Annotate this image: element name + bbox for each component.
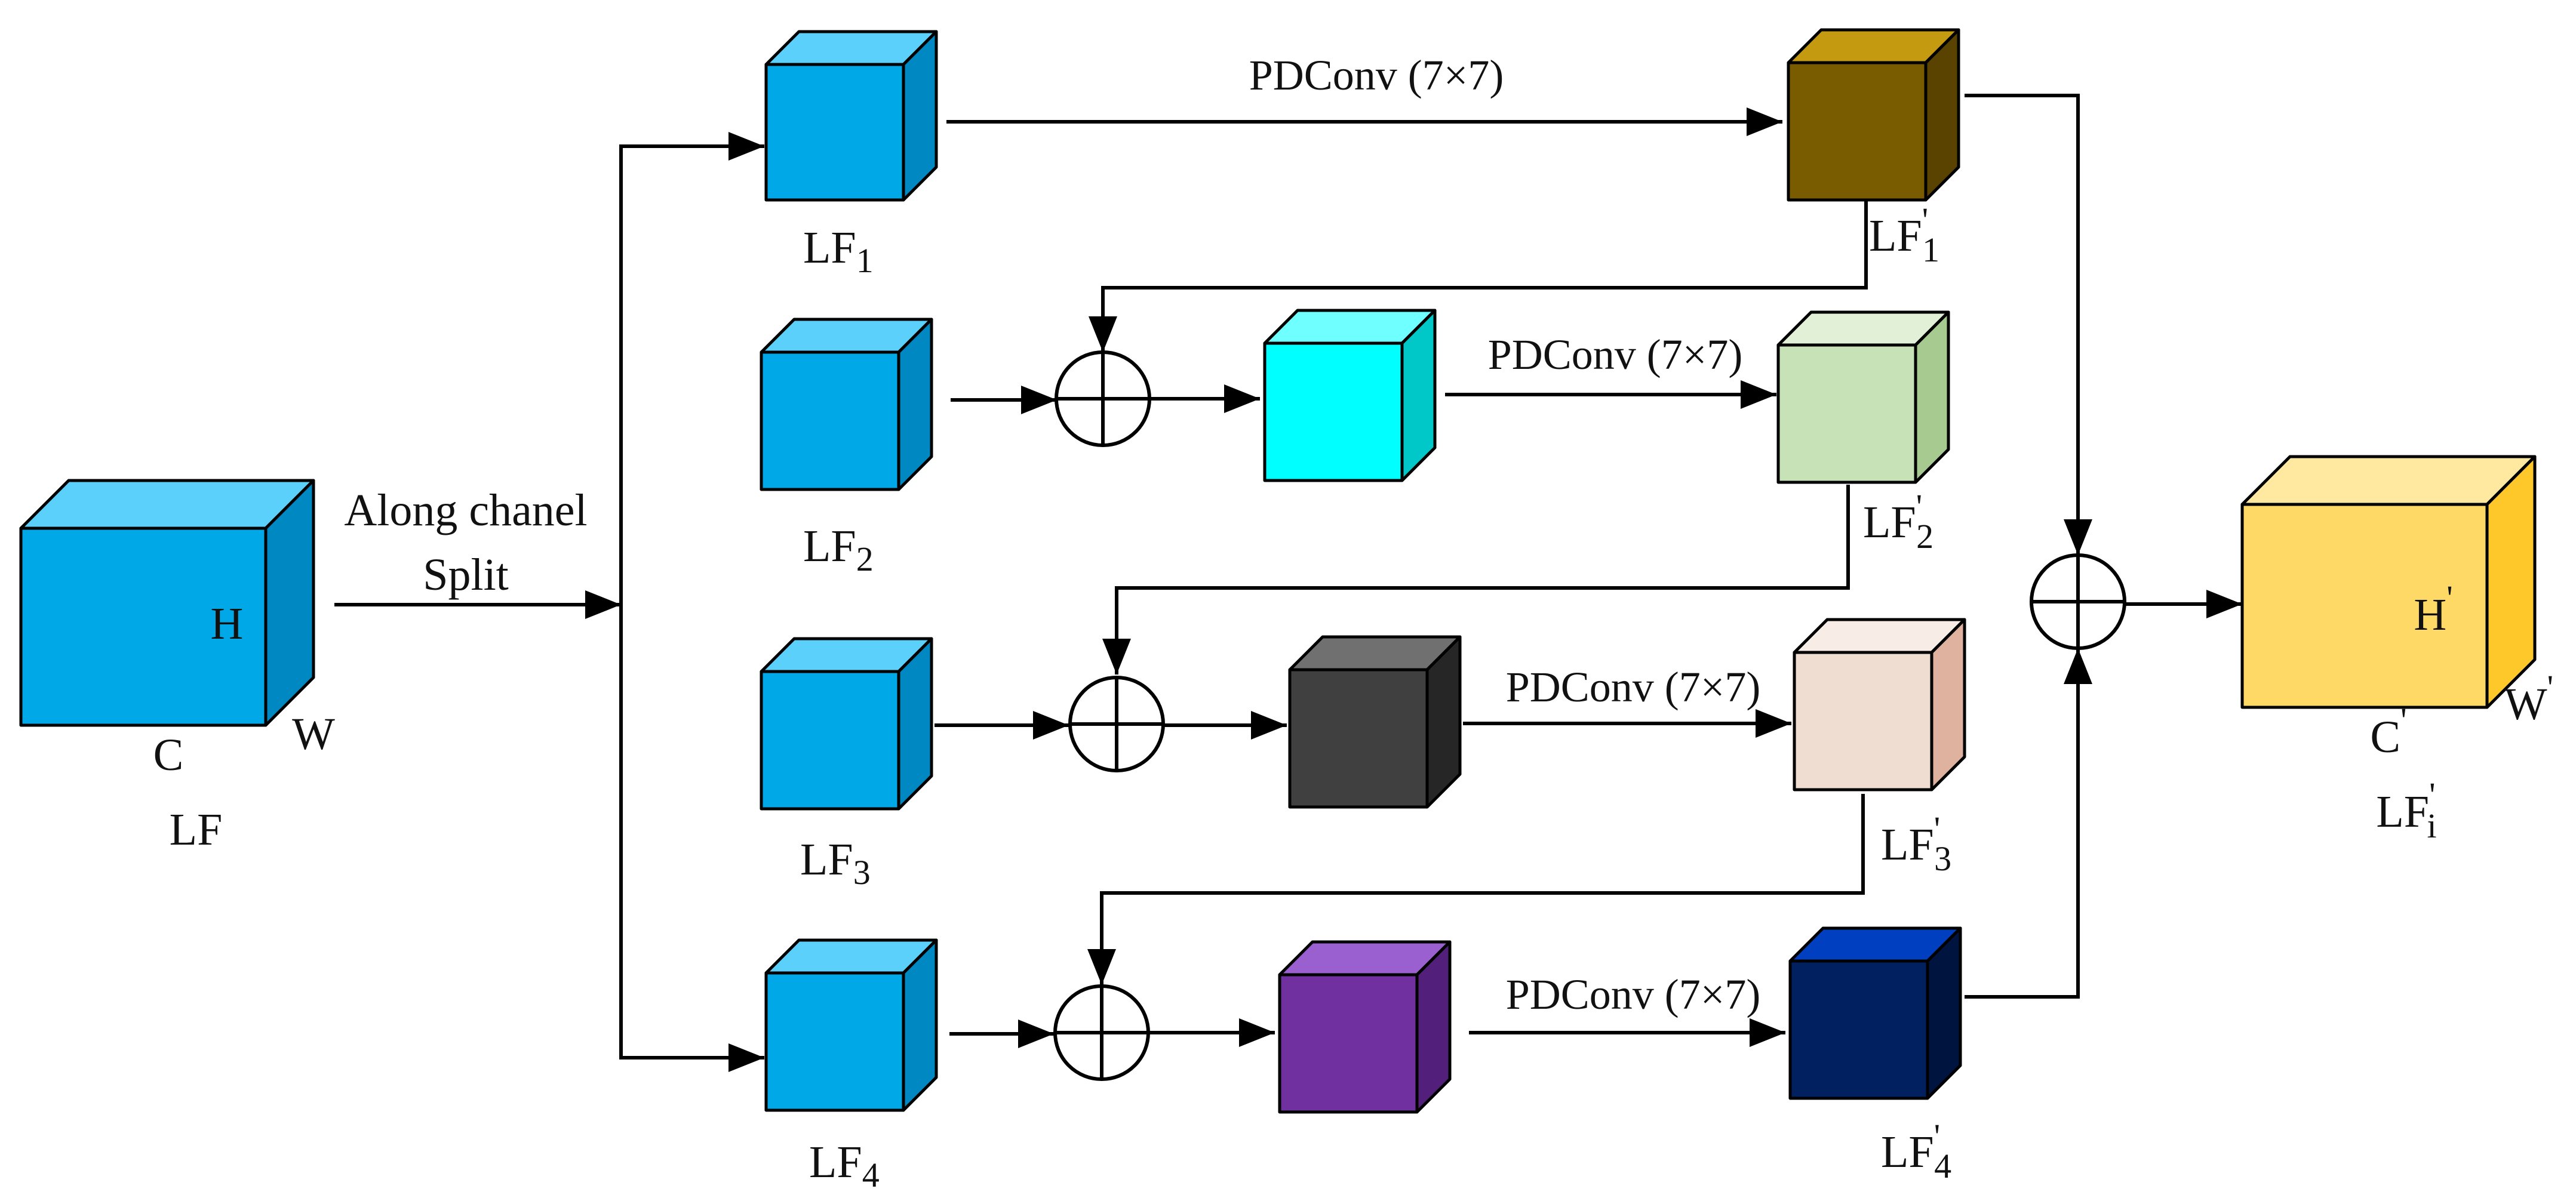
input-h-label: H — [211, 599, 244, 649]
lf2-mid-cube — [1263, 309, 1437, 482]
lf1-out-to-sum — [1965, 94, 2092, 555]
lf4-mid-cube — [1278, 940, 1452, 1114]
lf4-cube — [764, 938, 938, 1112]
sum-node — [2030, 553, 2126, 650]
output-c-label: C' — [2370, 701, 2406, 762]
labels: H W C LF Along chanel Split PDConv (7×7)… — [153, 51, 2553, 1194]
pdconv-label-4: PDConv (7×7) — [1506, 971, 1761, 1018]
lf3-out-label: LF'3 — [1881, 809, 1951, 878]
add-nodes — [1053, 350, 2126, 1081]
lf4-label: LF4 — [809, 1137, 880, 1194]
input-c-label: C — [153, 730, 184, 780]
split-trunk — [619, 132, 764, 605]
lf1-label: LF1 — [803, 223, 874, 280]
lf3-out-cube — [1793, 618, 1966, 791]
output-name-label: LF'i — [2376, 775, 2436, 845]
split-text-line1: Along chanel — [344, 485, 587, 535]
lf2-out-label: LF'2 — [1863, 487, 1933, 556]
pdconv-label-2: PDConv (7×7) — [1488, 331, 1743, 378]
lf2-label: LF2 — [803, 521, 874, 578]
lf2-out-cube — [1776, 310, 1950, 484]
feature-cubes — [19, 28, 2537, 1114]
lf1-out-label: LF'1 — [1869, 201, 1939, 269]
lf4-out-to-sum — [1965, 648, 2092, 999]
pdconv-label-3: PDConv (7×7) — [1506, 663, 1761, 711]
output-w-label: W' — [2504, 668, 2553, 729]
lf1-out-to-add2 — [1089, 200, 1868, 352]
lf3-mid-cube — [1288, 635, 1462, 809]
add-node-3 — [1068, 676, 1165, 772]
input-name-label: LF — [170, 805, 223, 855]
lf3-cube — [760, 637, 933, 811]
output-h-label: H' — [2414, 578, 2452, 640]
input-cube-lf — [19, 479, 315, 727]
lf1-cube — [764, 30, 938, 202]
output-cube-lfi — [2240, 455, 2537, 709]
add-node-2 — [1055, 350, 1151, 447]
lf2-cube — [760, 318, 933, 491]
input-w-label: W — [292, 709, 335, 759]
lf4-out-label: LF'4 — [1881, 1117, 1951, 1185]
split-text-line2: Split — [423, 550, 509, 600]
connectors — [334, 94, 2242, 1072]
add-node-4 — [1053, 984, 1150, 1081]
lf1-out-cube — [1787, 28, 1960, 202]
split-trunk-lower — [619, 605, 764, 1072]
lf3-label: LF3 — [800, 834, 871, 892]
pdconv-label-1: PDConv (7×7) — [1249, 51, 1504, 99]
lf2-out-to-add3 — [1102, 485, 1850, 675]
lf4-out-cube — [1788, 926, 1962, 1100]
lf3-out-to-add4 — [1087, 794, 1865, 985]
